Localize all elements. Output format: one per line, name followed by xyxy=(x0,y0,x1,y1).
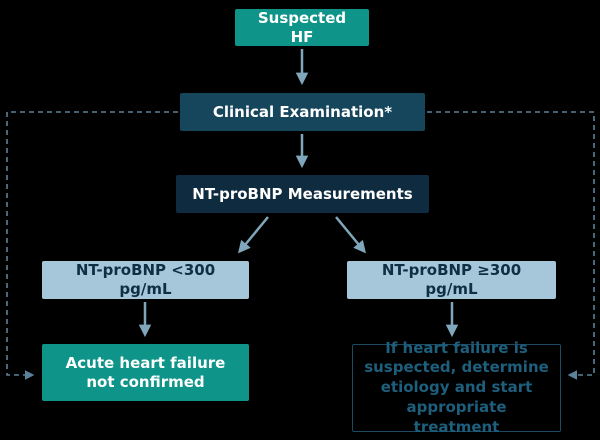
node-hf-suspected-treatment: If heart failure is suspected, determine… xyxy=(352,339,561,436)
arrow-ntprobnp-to-low xyxy=(238,216,269,254)
node-suspected-hf: Suspected HF xyxy=(235,9,369,46)
node-ntprobnp-below-300: NT-proBNP <300 pg/mL xyxy=(42,261,249,299)
node-ntprobnp-measurements: NT-proBNP Measurements xyxy=(176,175,429,213)
dashed-loop-left xyxy=(6,111,178,380)
arrow-ntprobnp-to-high xyxy=(335,216,366,254)
node-ntprobnp-above-300: NT-proBNP ≥300 pg/mL xyxy=(347,261,556,299)
node-acute-hf-not-confirmed: Acute heart failure not confirmed xyxy=(42,344,249,401)
dashed-loop-right xyxy=(427,111,595,380)
node-clinical-examination: Clinical Examination* xyxy=(180,93,425,131)
